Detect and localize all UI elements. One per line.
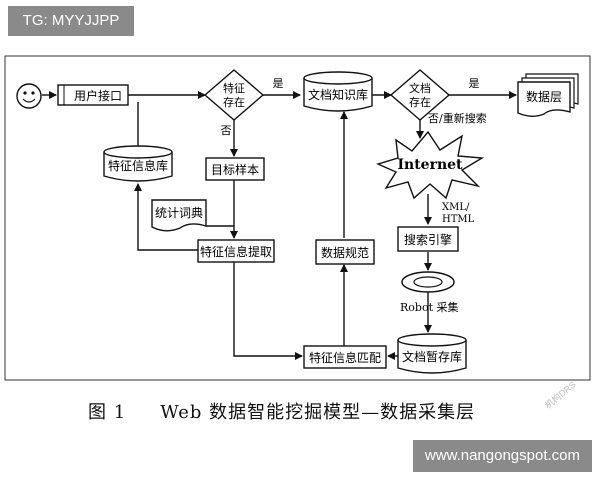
feature-db-label: 特征信息库 (108, 158, 168, 173)
data-layer-label: 数据层 (526, 89, 562, 104)
data-layer-documents-icon (517, 73, 579, 117)
html-label: HTML (442, 214, 475, 225)
feature-extract-box (197, 239, 275, 263)
yes-label-1: 是 (273, 77, 284, 90)
figure-number: 图 1 (88, 402, 127, 423)
xml-label: XML/ (442, 202, 470, 213)
arrow-extract-to-match (233, 262, 303, 360)
doc-temp-cylinder (397, 333, 467, 374)
site-url-tag: www.nangongspot.com (412, 440, 592, 472)
feature-exists-label-1: 特征 (223, 81, 245, 95)
data-norm-box (315, 239, 375, 265)
internet-burst-icon (375, 130, 485, 200)
doc-kb-cylinder (303, 71, 373, 112)
robot-disc-icon (401, 271, 455, 293)
target-sample-box (205, 157, 265, 181)
robot-collect-label: Robot 采集 (400, 300, 459, 314)
search-engine-box (397, 226, 459, 252)
feature-extract-label: 特征信息提取 (200, 244, 272, 259)
diagram-frame (4, 55, 591, 381)
yes-label-2: 是 (469, 77, 480, 90)
doc-kb-label: 文档知识库 (308, 87, 368, 102)
feature-match-box (303, 345, 387, 369)
no-label-1: 否 (221, 124, 232, 137)
statistics-dict-label: 统计词典 (155, 206, 203, 220)
no-research-label: 否/重新搜索 (428, 111, 487, 125)
doc-exists-label-2: 存在 (409, 95, 431, 109)
feature-exists-diamond (203, 69, 265, 121)
target-sample-label: 目标样本 (211, 162, 259, 177)
feature-exists-label-2: 存在 (223, 95, 245, 109)
feature-match-label: 特征信息匹配 (309, 350, 381, 365)
feature-db-cylinder (103, 145, 173, 182)
user-smiley-icon (16, 83, 42, 109)
doc-temp-label: 文档暂存库 (402, 349, 462, 364)
doc-exists-diamond (389, 69, 451, 121)
doc-exists-label-1: 文档 (409, 81, 431, 95)
top-watermark-tag: TG: MYYJJPP (8, 6, 134, 36)
statistics-dict-doc (151, 199, 207, 232)
internet-label: Internet (397, 157, 463, 173)
data-norm-label: 数据规范 (321, 245, 369, 260)
user-interface-label: 用户接口 (74, 88, 122, 103)
search-engine-label: 搜索引擎 (404, 232, 452, 247)
figure-caption: 图 1 Web 数据智能挖掘模型—数据采集层 (88, 398, 475, 424)
figure-title: Web 数据智能挖掘模型—数据采集层 (160, 402, 476, 423)
arrow-extract-to-feature-db (134, 183, 198, 251)
user-interface-box (57, 84, 129, 106)
